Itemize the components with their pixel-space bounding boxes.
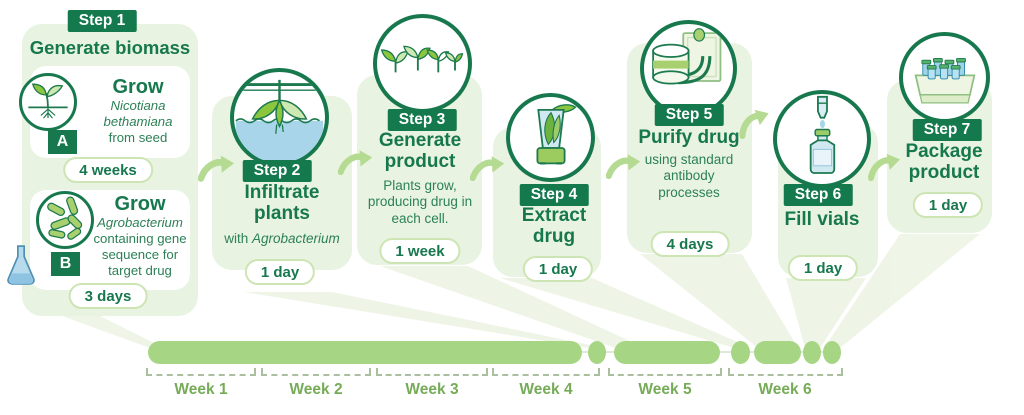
branch-b-label: B xyxy=(51,252,80,276)
step-6-badge: Step 6 xyxy=(783,184,853,206)
timeline-dot-step2 xyxy=(588,341,606,364)
arrow-step6-to-step7-icon xyxy=(865,148,906,190)
step-3-duration-pill: 1 week xyxy=(379,238,461,264)
week-2-label: Week 2 xyxy=(289,381,343,398)
step-4-title: Extract drug xyxy=(521,205,587,247)
week-6-bracket xyxy=(728,368,843,376)
branch-b-circle xyxy=(36,191,94,249)
week-4-bracket xyxy=(492,368,600,376)
step-3-circle xyxy=(373,14,472,113)
step-4-badge: Step 4 xyxy=(519,184,589,206)
blender-icon xyxy=(535,103,577,165)
timeline-bar-step5 xyxy=(754,341,801,364)
step-7-title: Package product xyxy=(905,141,983,183)
timeline-dot-step7 xyxy=(823,341,841,364)
arrow-step4-to-step5-icon xyxy=(605,150,642,187)
step-5-title: Purify drug xyxy=(638,127,740,148)
branch-b-duration-pill: 3 days xyxy=(68,283,148,309)
branch-a-detail: from seed xyxy=(108,129,168,145)
step-2-circle xyxy=(230,68,329,167)
step-6-title: Fill vials xyxy=(784,209,860,230)
step-2-badge: Step 2 xyxy=(242,160,312,182)
step-2-title: Infiltrate plants xyxy=(244,182,320,224)
week-2-bracket xyxy=(261,368,371,376)
plant-infiltration-icon xyxy=(235,79,324,163)
timeline-bar-step3 xyxy=(614,341,720,364)
purification-icon xyxy=(651,27,721,85)
arrow-step2-to-step3-icon xyxy=(337,146,374,183)
week-5-bracket xyxy=(608,368,722,376)
vial-dropper-icon xyxy=(809,95,836,174)
bacteria-icon xyxy=(47,196,83,240)
step-1-title: Generate biomass xyxy=(29,37,191,58)
branch-a-circle xyxy=(19,73,77,131)
week-4-label: Week 4 xyxy=(519,381,573,398)
step-7-badge: Step 7 xyxy=(912,119,982,141)
step-1-badge: Step 1 xyxy=(67,10,137,32)
branch-a-species: Nicotiana bethamiana xyxy=(103,98,173,129)
step-3-title: Generate product xyxy=(378,130,462,172)
timeline-dot-step4 xyxy=(731,341,750,364)
step-3-description: Plants grow, producing drug in each cell… xyxy=(367,178,473,226)
step-6-circle xyxy=(773,90,871,188)
flask-icon xyxy=(4,244,38,291)
week-3-bracket xyxy=(376,368,488,376)
step-7-circle xyxy=(899,32,990,123)
branch-b-detail: containing gene sequence for target drug xyxy=(93,230,187,278)
packaged-vials-icon xyxy=(914,57,975,104)
week-1-bracket xyxy=(146,368,256,376)
arrow-step5-to-step6-icon xyxy=(733,102,778,147)
arrow-step3-to-step4-icon xyxy=(469,152,506,189)
step-2-duration-pill: 1 day xyxy=(244,259,316,285)
step-5-duration-pill: 4 days xyxy=(650,231,730,257)
timeline-bar-step1 xyxy=(148,341,582,364)
seedlings-row-icon xyxy=(380,45,464,72)
step-5-description: using standard antibody processes xyxy=(644,152,734,200)
step-3-badge: Step 3 xyxy=(387,109,457,131)
branch-a-label: A xyxy=(48,130,77,154)
branch-a-action: Grow xyxy=(112,76,164,98)
step-7-duration-pill: 1 day xyxy=(912,192,984,218)
step-4-duration-pill: 1 day xyxy=(522,256,594,282)
seedling-icon xyxy=(28,83,68,119)
week-1-label: Week 1 xyxy=(174,381,228,398)
branch-b-text: Grow Agrobacterium containing gene seque… xyxy=(92,194,188,278)
step-5-badge: Step 5 xyxy=(654,104,724,126)
branch-b-action: Grow xyxy=(114,193,166,215)
step-6-duration-pill: 1 day xyxy=(787,255,859,281)
week-3-label: Week 3 xyxy=(405,381,459,398)
step-4-circle xyxy=(506,93,595,182)
branch-b-species: Agrobacterium xyxy=(97,215,183,230)
week-5-label: Week 5 xyxy=(638,381,692,398)
step-2-subtitle: with Agrobacterium xyxy=(224,231,340,246)
arrow-step1-to-step2-icon xyxy=(197,152,236,189)
step-5-circle xyxy=(640,20,737,117)
week-6-label: Week 6 xyxy=(758,381,812,398)
timeline-dot-step6 xyxy=(803,341,821,364)
branch-a-text: Grow Nicotiana bethamiana from seed xyxy=(86,77,190,146)
branch-a-duration-pill: 4 weeks xyxy=(63,157,153,183)
